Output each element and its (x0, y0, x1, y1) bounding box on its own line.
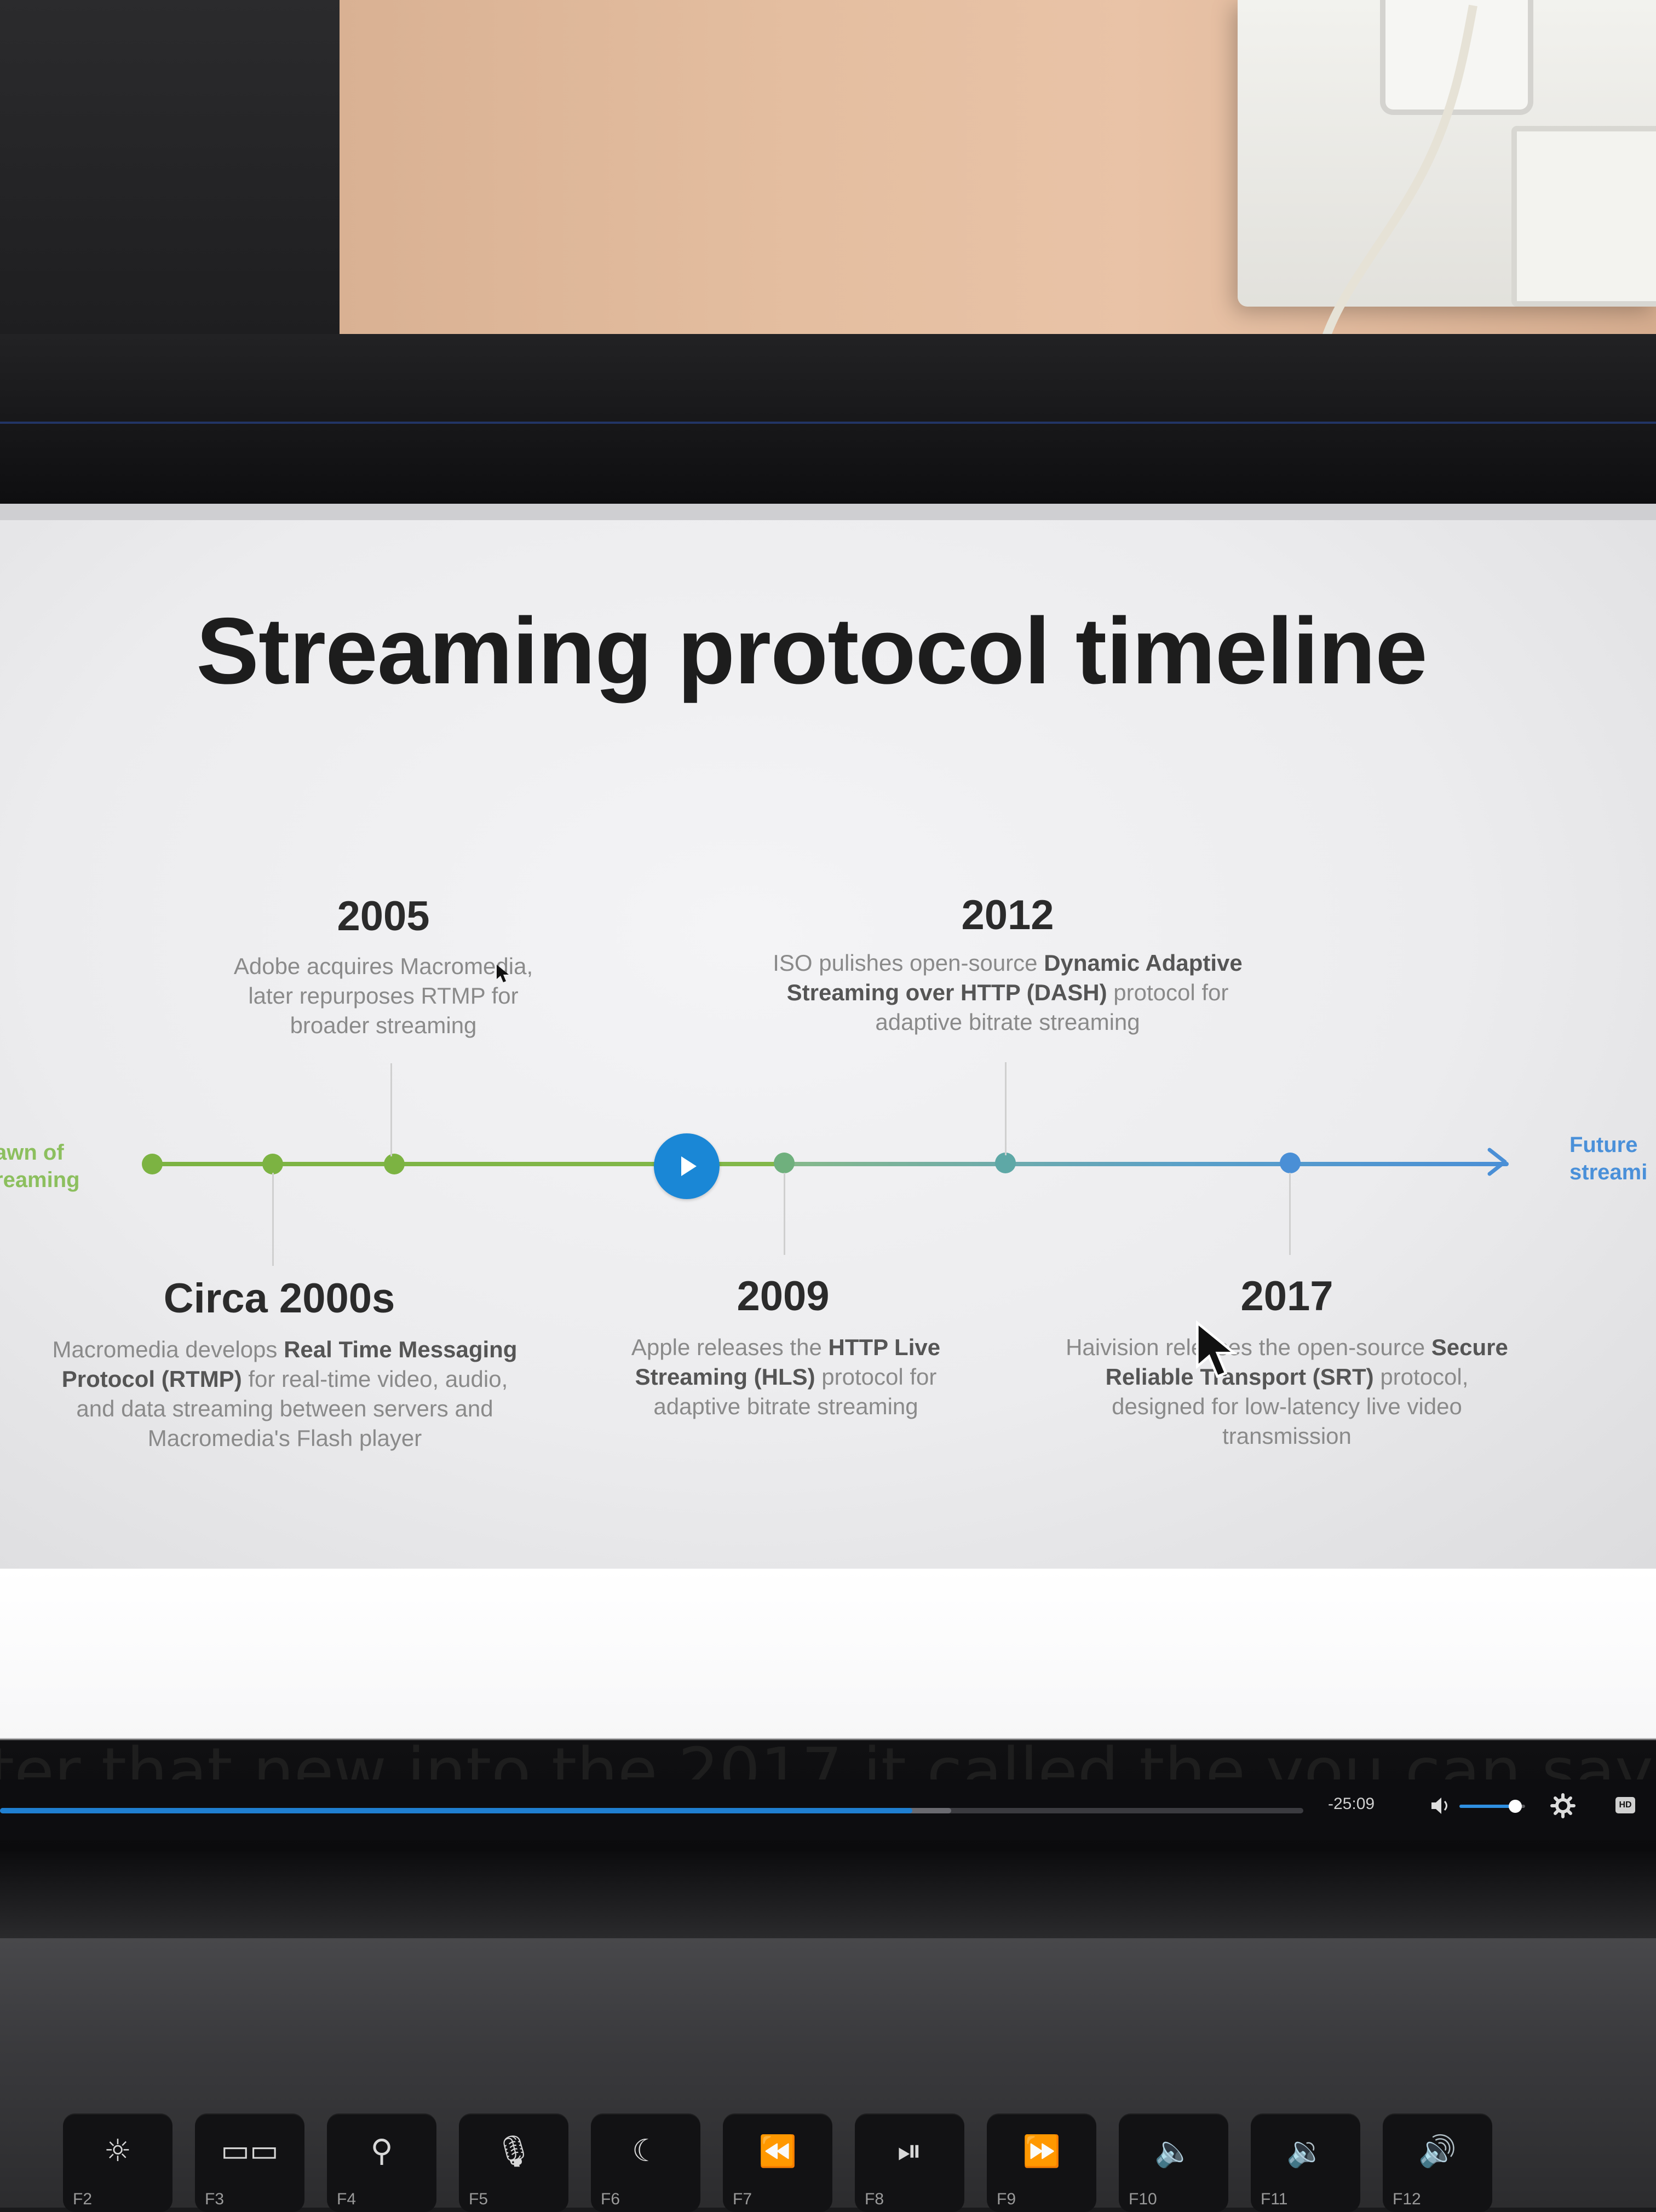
connector-2005 (390, 1063, 392, 1156)
event-desc-2005: Adobe acquires Macromedia,later repurpos… (233, 953, 533, 1038)
volume-knob[interactable] (1509, 1800, 1522, 1813)
side-label-future-streaming: Future streami (1569, 1131, 1647, 1186)
timeline-dot-start (142, 1154, 163, 1174)
event-year-2012: 2012 (961, 892, 1054, 938)
connector-2012 (1005, 1062, 1007, 1155)
key-f8-icon: ⏯ (897, 2133, 922, 2169)
keyboard-function-row: ☼ F2 ▭▭ F3 ⚲ F4 🎙 F5 ☾ F6 ⏪ F7 ⏯ F8 ⏩ F9 🔈 F10 🔉 F11 🔊 F12 (0, 2113, 1656, 2212)
key-f6-label: F6 (601, 2190, 620, 2208)
slide-title: Streaming protocol timeline (196, 598, 1428, 704)
timeline-axis-blue (786, 1162, 1509, 1166)
key-f2-label: F2 (73, 2190, 93, 2208)
key-f2-icon: ☼ (104, 2133, 132, 2169)
side-label-right-line2: streami (1569, 1160, 1648, 1184)
event-year-2005: 2005 (337, 893, 430, 940)
key-f7-label: F7 (733, 2190, 752, 2208)
bezel-reflection (0, 422, 1656, 424)
timeline-dot-2009 (774, 1153, 795, 1173)
mouse-pointer-icon (1196, 1320, 1238, 1378)
timeline-dot-2005 (384, 1154, 405, 1174)
volume-level (1459, 1805, 1515, 1808)
side-label-left-line1: awn of (0, 1140, 64, 1165)
key-f10-icon: 🔈 (1154, 2134, 1193, 2169)
key-f12-icon: 🔊 (1418, 2134, 1457, 2169)
progress-played (0, 1808, 912, 1813)
key-f11[interactable]: 🔉 F11 (1251, 2113, 1360, 2212)
key-f3-icon: ▭▭ (221, 2133, 279, 2169)
presentation-slide: Streaming protocol timeline awn of reami… (0, 504, 1656, 1569)
time-remaining: -25:09 (1328, 1795, 1375, 1813)
timeline-dot-2017 (1280, 1153, 1301, 1173)
hd-quality-button[interactable]: HD (1615, 1797, 1635, 1813)
key-f5-label: F5 (469, 2190, 488, 2208)
key-f12-label: F12 (1393, 2190, 1421, 2208)
timeline-axis-green (151, 1162, 786, 1166)
background-dark-wall (0, 0, 345, 339)
play-icon (681, 1156, 697, 1176)
connector-circa-2000s (272, 1173, 274, 1266)
event-year-2017: 2017 (1240, 1273, 1333, 1320)
event-desc-2017: Haivision releases the open-source Secur… (1066, 1334, 1508, 1449)
slide-top-strip (0, 504, 1656, 520)
key-f8[interactable]: ⏯ F8 (855, 2113, 964, 2212)
timeline-dot-2012 (995, 1153, 1016, 1173)
key-f10-label: F10 (1129, 2190, 1157, 2208)
key-f5-icon: 🎙 (494, 2134, 533, 2169)
connector-2017 (1289, 1173, 1291, 1255)
key-f10[interactable]: 🔈 F10 (1119, 2113, 1228, 2212)
wall-switch-lower (1511, 126, 1656, 307)
settings-gear-icon[interactable] (1550, 1793, 1576, 1819)
key-f4-label: F4 (337, 2190, 357, 2208)
progress-bar[interactable] (0, 1808, 1303, 1813)
connector-2009 (784, 1173, 785, 1255)
timeline-arrow-icon (1487, 1148, 1507, 1176)
key-f7-icon: ⏪ (758, 2134, 797, 2169)
key-f12[interactable]: 🔊 F12 (1383, 2113, 1492, 2212)
key-f3-label: F3 (205, 2190, 225, 2208)
charging-cable (1321, 4, 1477, 339)
volume-slider[interactable] (1459, 1800, 1525, 1813)
key-f11-icon: 🔉 (1286, 2134, 1325, 2169)
key-f6-icon: ☾ (631, 2133, 660, 2169)
event-desc-2012: ISO pulishes open-source Dynamic Adaptiv… (773, 950, 1243, 1035)
event-year-circa-2000s: Circa 2000s (163, 1275, 395, 1322)
side-label-right-line1: Future (1569, 1133, 1638, 1157)
play-button[interactable] (654, 1133, 720, 1199)
key-f8-label: F8 (865, 2190, 884, 2208)
event-year-2009: 2009 (737, 1273, 830, 1320)
key-f6[interactable]: ☾ F6 (591, 2113, 700, 2212)
key-f9[interactable]: ⏩ F9 (987, 2113, 1096, 2212)
key-f5[interactable]: 🎙 F5 (459, 2113, 568, 2212)
key-f4-icon: ⚲ (370, 2133, 393, 2169)
subtitle-caption: ter that new into the 2017 it called the… (0, 1733, 1656, 1782)
key-f7[interactable]: ⏪ F7 (723, 2113, 832, 2212)
side-label-left-line2: reaming (0, 1168, 80, 1192)
laptop-bottom-bezel (0, 1851, 1656, 1938)
key-f11-label: F11 (1261, 2190, 1288, 2208)
timeline-dot-circa-2000s (262, 1154, 283, 1174)
key-f9-label: F9 (997, 2190, 1016, 2208)
key-f4[interactable]: ⚲ F4 (327, 2113, 436, 2212)
key-f3[interactable]: ▭▭ F3 (195, 2113, 304, 2212)
key-f2[interactable]: ☼ F2 (63, 2113, 173, 2212)
key-f9-icon: ⏩ (1022, 2134, 1061, 2169)
laptop-top-bezel (0, 334, 1656, 504)
small-cursor-icon (497, 965, 509, 982)
volume-icon[interactable] (1428, 1794, 1452, 1818)
side-label-dawn-of-streaming: awn of reaming (0, 1139, 80, 1194)
player-controls-bar: -25:09 HD (0, 1779, 1656, 1840)
